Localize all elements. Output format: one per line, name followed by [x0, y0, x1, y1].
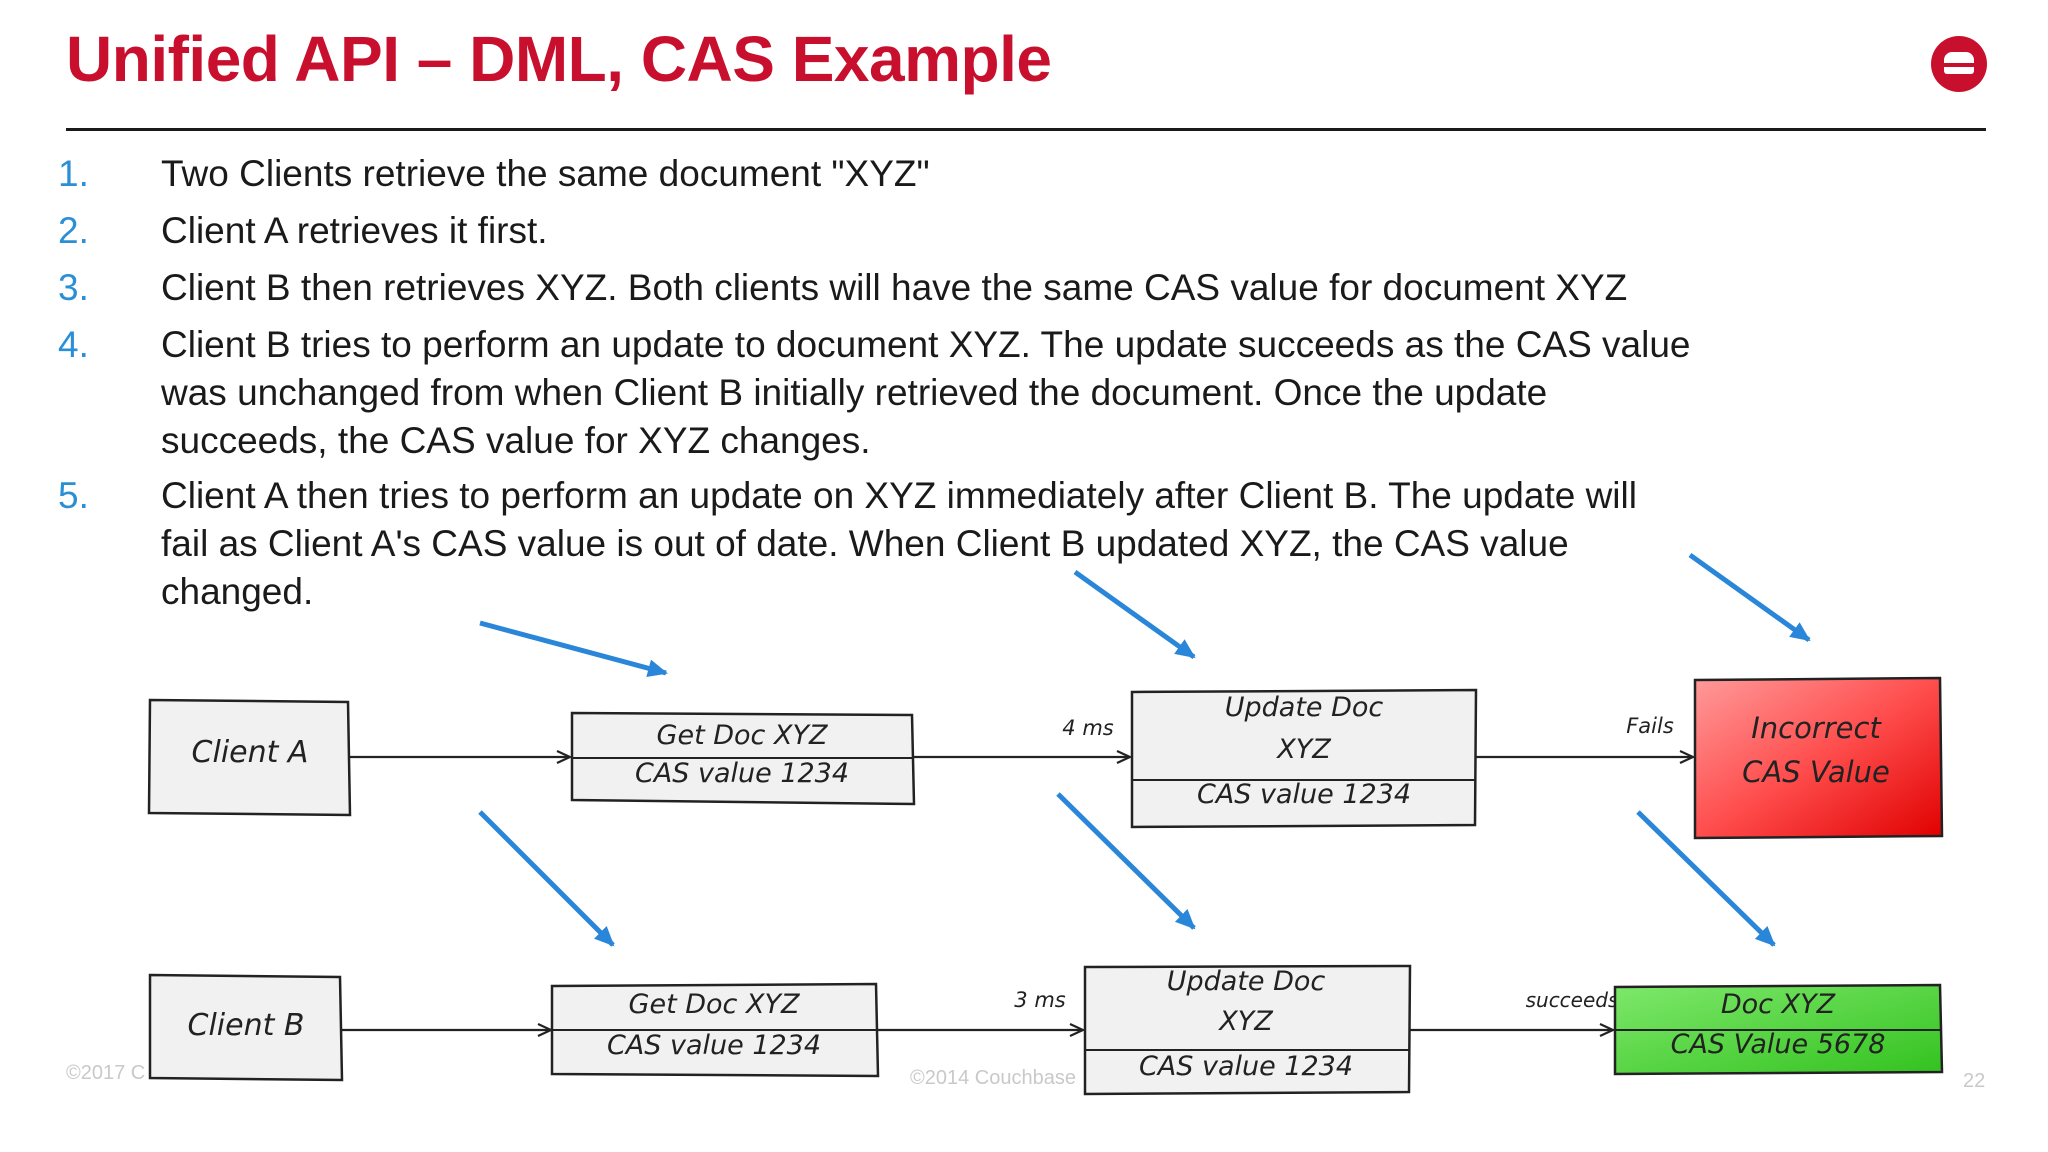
client-b-box	[148, 973, 344, 1082]
update-doc-a-line1: Update Doc	[1225, 692, 1384, 723]
update-doc-b-line3: CAS value 1234	[1139, 1051, 1353, 1082]
step-text: succeeds, the CAS value for XYZ changes.	[161, 420, 871, 461]
delay-b-label: 3 ms	[1014, 988, 1065, 1012]
title-divider	[66, 128, 1986, 131]
step-text: Two Clients retrieve the same document "…	[161, 153, 930, 194]
doc-xyz-result-line1: Doc XYZ	[1721, 989, 1836, 1020]
fails-label: Fails	[1626, 714, 1674, 738]
get-doc-a-line2: CAS value 1234	[635, 758, 849, 789]
step-number: 4.	[58, 324, 89, 365]
step-text: was unchanged from when Client B initial…	[161, 372, 1548, 413]
page-number: 22	[1963, 1070, 1986, 1092]
step-text: fail as Client A's CAS value is out of d…	[161, 523, 1569, 564]
footer-copyright-left: ©2017 C	[66, 1062, 146, 1084]
slide-title: Unified API – DML, CAS Example	[66, 23, 1052, 95]
pointer-arrow-6	[1636, 810, 1776, 947]
step-number: 5.	[58, 475, 89, 516]
step-number: 3.	[58, 267, 89, 308]
step-number: 2.	[58, 210, 89, 251]
footer-copyright-center: ©2014 Couchbase	[910, 1067, 1076, 1089]
pointer-arrow-4	[478, 810, 615, 947]
update-doc-a-line2: XYZ	[1275, 734, 1331, 765]
step-text: changed.	[161, 571, 314, 612]
doc-xyz-result-line2: CAS Value 5678	[1671, 1029, 1886, 1060]
step-text: Client A then tries to perform an update…	[161, 475, 1637, 516]
step-text: Client A retrieves it first.	[161, 210, 548, 251]
incorrect-cas-box	[1693, 676, 1944, 840]
pointer-arrow-1	[479, 620, 668, 678]
client-a-box	[147, 698, 352, 817]
pointer-arrow-3	[1688, 552, 1811, 643]
step-number: 1.	[58, 153, 89, 194]
pointer-arrow-5	[1056, 792, 1196, 930]
get-doc-a-line1: Get Doc XYZ	[657, 720, 828, 751]
step-text: Client B then retrieves XYZ. Both client…	[161, 267, 1628, 308]
pointer-arrow-2	[1073, 569, 1196, 660]
couchbase-logo-icon	[1931, 36, 1987, 92]
get-doc-b-line2: CAS value 1234	[607, 1030, 821, 1061]
update-doc-b-line1: Update Doc	[1167, 966, 1326, 997]
client-a-label: Client A	[192, 735, 309, 770]
update-doc-b-box	[1083, 964, 1412, 1096]
update-doc-a-line3: CAS value 1234	[1197, 779, 1411, 810]
succeeds-label: succeeds	[1526, 988, 1619, 1012]
step-text: Client B tries to perform an update to d…	[161, 324, 1691, 365]
incorrect-cas-line1: Incorrect	[1751, 711, 1882, 745]
client-b-label: Client B	[188, 1008, 305, 1043]
update-doc-b-line2: XYZ	[1217, 1006, 1273, 1037]
incorrect-cas-line2: CAS Value	[1742, 755, 1890, 789]
get-doc-b-line1: Get Doc XYZ	[629, 989, 800, 1020]
update-doc-a-box	[1130, 688, 1478, 829]
delay-a-label: 4 ms	[1062, 716, 1113, 740]
